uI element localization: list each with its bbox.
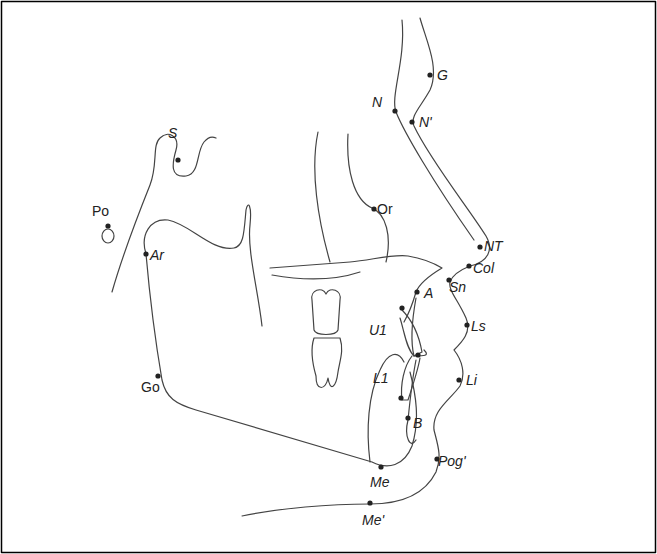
porion-ring (102, 229, 114, 243)
landmark-label: G (437, 67, 448, 83)
ramus-notch (144, 205, 262, 326)
symphysis-inner (368, 354, 404, 462)
orbit-front (348, 134, 389, 262)
landmark-label: Col (473, 260, 494, 276)
alveolar-front (412, 298, 427, 356)
landmark-label: Pog' (438, 453, 466, 469)
landmark-label: Po (92, 203, 109, 219)
palate-lower (272, 272, 360, 279)
palatal-plane (270, 256, 442, 322)
landmark-label: Li (466, 372, 477, 388)
landmark-label: S (168, 125, 177, 141)
lower-molar (312, 338, 342, 388)
mandible-outline (146, 254, 416, 466)
landmark-label: N' (419, 114, 432, 130)
upper-incisor (400, 310, 422, 356)
landmark-label: L1 (373, 370, 389, 386)
nasal-bone (395, 20, 474, 240)
landmark-label: Sn (449, 279, 466, 295)
upper-molar (312, 290, 340, 335)
landmark-label: A (424, 285, 433, 301)
landmark-dots (105, 72, 482, 505)
landmark-label: NT (484, 238, 503, 254)
landmark-label: B (413, 415, 422, 431)
landmark-label: U1 (369, 322, 387, 338)
landmark-label: N (372, 94, 382, 110)
landmark-label: Ls (471, 318, 486, 334)
orbit-back (315, 132, 330, 262)
landmark-label: Me' (362, 512, 384, 528)
soft-tissue-profile (242, 18, 489, 516)
sella-outline (112, 134, 216, 292)
landmark-label: Or (377, 201, 393, 217)
landmark-label: Ar (150, 247, 164, 263)
landmark-label: Me (370, 474, 389, 490)
landmark-label: Go (141, 379, 160, 395)
